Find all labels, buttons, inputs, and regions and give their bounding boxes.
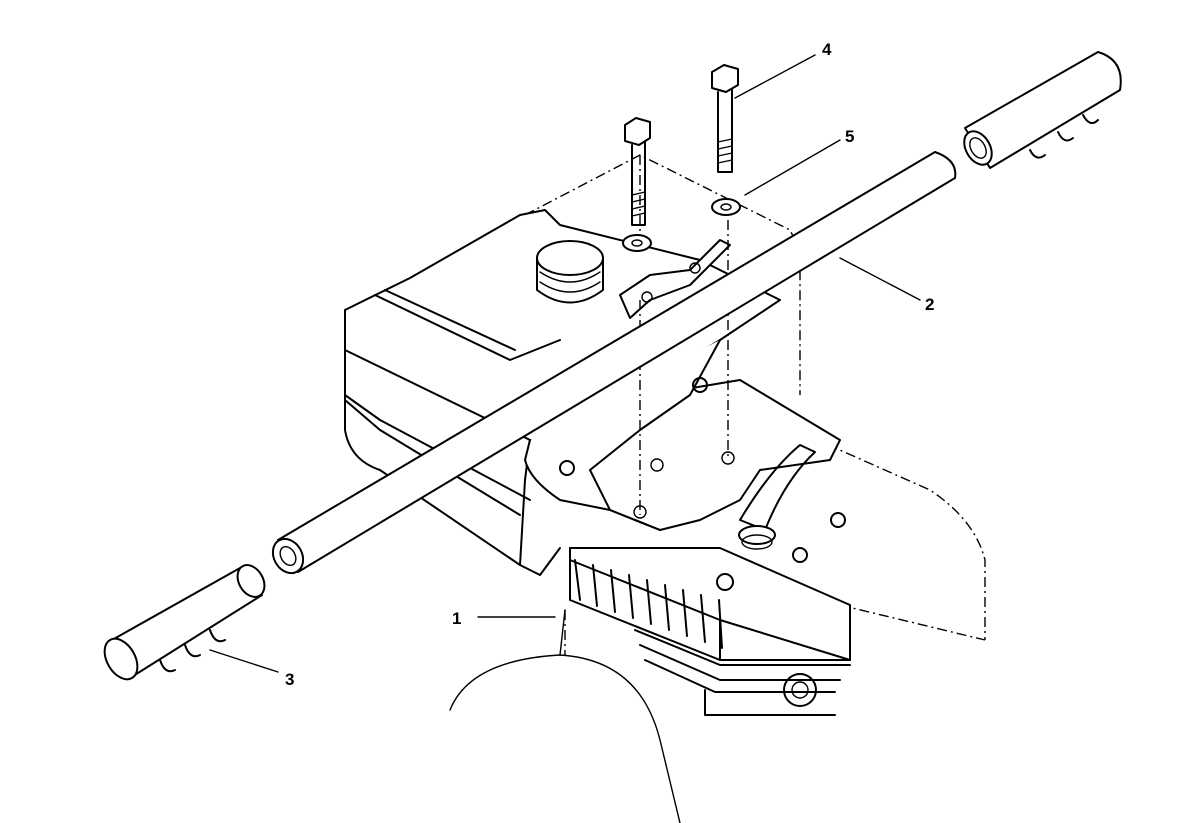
leader-lines — [209, 54, 921, 673]
washer-left — [622, 234, 652, 252]
callout-2: 2 — [925, 295, 934, 314]
handle-tube — [271, 151, 957, 575]
leader-3 — [209, 649, 279, 673]
left-grip — [103, 564, 266, 681]
washer-right — [711, 198, 741, 216]
callout-3: 3 — [285, 670, 294, 689]
callout-5: 5 — [845, 127, 854, 146]
leader-2 — [839, 257, 921, 301]
leader-5 — [744, 139, 841, 196]
bolt-right — [711, 64, 739, 173]
callout-1: 1 — [452, 609, 461, 628]
callout-4: 4 — [822, 40, 832, 59]
right-grip — [963, 51, 1122, 169]
leader-4 — [734, 54, 816, 99]
bolt-left — [624, 117, 651, 226]
fuel-tank — [344, 154, 801, 576]
